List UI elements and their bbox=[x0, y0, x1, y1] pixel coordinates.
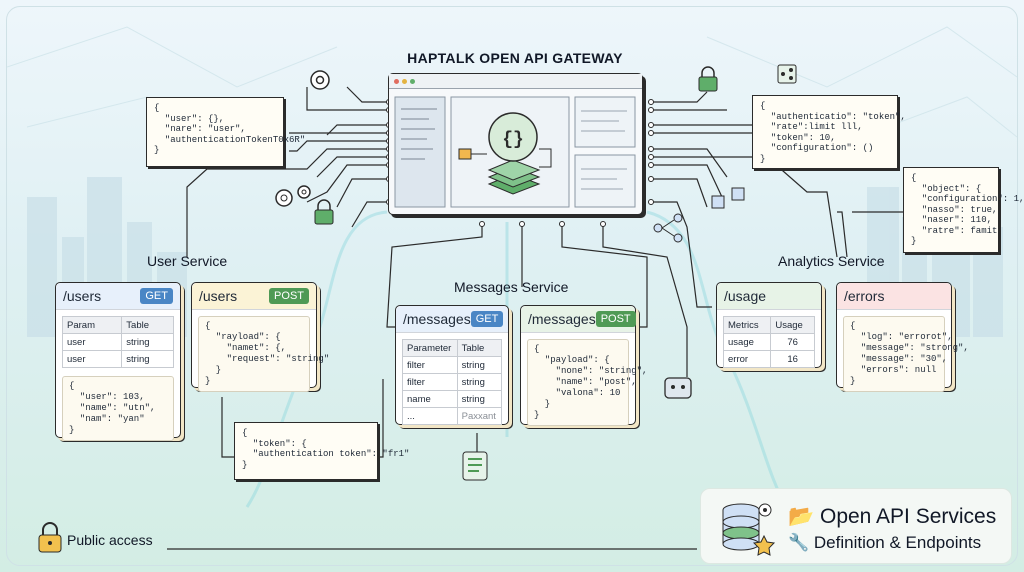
method-badge-get: GET bbox=[140, 288, 173, 304]
note-gateway-config: { "authenticatio": "token", "rate":limit… bbox=[752, 95, 906, 169]
table-header: Metrics bbox=[722, 316, 772, 334]
database-icon bbox=[722, 503, 776, 556]
public-lock-icon bbox=[38, 522, 62, 553]
endpoint-path: /errors bbox=[844, 288, 885, 304]
robot-icon bbox=[664, 377, 692, 399]
card-header: /usage bbox=[717, 283, 821, 310]
footer-title: 📂 Open API Services bbox=[788, 505, 997, 528]
endpoint-path: /messages bbox=[403, 311, 471, 327]
table-header: Table bbox=[121, 316, 174, 334]
lock-icon-right bbox=[698, 66, 718, 92]
messages-post-card[interactable]: /messages POST { "payload": { "none": "s… bbox=[520, 305, 647, 426]
lock-icon bbox=[314, 199, 334, 225]
endpoint-path: /users bbox=[199, 288, 238, 304]
cubes-icon bbox=[711, 187, 745, 209]
diagram-title: HAPTALK OPEN API GATEWAY bbox=[407, 50, 623, 66]
footer-subtitle: 🔧 Definition & Endpoints bbox=[788, 533, 982, 552]
network-icon bbox=[653, 213, 683, 243]
method-badge-get: GET bbox=[470, 311, 504, 327]
method-badge-post: POST bbox=[595, 311, 636, 327]
table-header: Parameter bbox=[402, 339, 458, 357]
users-post-card[interactable]: /users POST { "rayload": { "namet": {, "… bbox=[191, 282, 329, 392]
request-body: { "payload": { "none": "string", "name":… bbox=[527, 339, 647, 426]
gear-icon bbox=[310, 70, 330, 90]
note-analytics-config: { "object": { "configuration": 1, "nasso… bbox=[903, 167, 1024, 253]
errors-card[interactable]: /errors { "log": "errorot", "message": "… bbox=[836, 282, 969, 392]
card-header: /users POST bbox=[192, 283, 316, 310]
request-body: { "rayload": { "namet": {, "request": "s… bbox=[198, 316, 329, 392]
gears-icon bbox=[275, 185, 311, 207]
section-messages-service: Messages Service bbox=[454, 279, 569, 295]
gateway-illustration: {} bbox=[394, 96, 636, 208]
note-user-token: { "user": {}, "nare": "user", "authentic… bbox=[146, 97, 305, 167]
method-badge-post: POST bbox=[269, 288, 309, 304]
card-header: /errors bbox=[837, 283, 951, 310]
section-user-service: User Service bbox=[147, 253, 228, 269]
error-body: { "log": "errorot", "message": "strong",… bbox=[843, 316, 969, 392]
table-header: Param bbox=[61, 316, 123, 334]
window-titlebar bbox=[389, 74, 642, 89]
public-access-label: Public access bbox=[67, 532, 153, 548]
server-list-icon bbox=[462, 451, 488, 481]
table-header: Usage bbox=[770, 316, 815, 334]
svg-text:{}: {} bbox=[502, 130, 524, 150]
endpoint-path: /messages bbox=[528, 311, 596, 327]
endpoint-path: /users bbox=[63, 288, 102, 304]
gateway-window: {} bbox=[388, 73, 643, 215]
section-analytics-service: Analytics Service bbox=[778, 253, 885, 269]
table-row: ...Paxxant bbox=[402, 407, 503, 425]
share-icon bbox=[777, 64, 797, 84]
note-auth-token: { "token": { "authentication token": "fr… bbox=[234, 422, 409, 480]
card-header: /messages POST bbox=[521, 306, 636, 333]
card-header: /messages GET bbox=[396, 306, 508, 333]
endpoint-path: /usage bbox=[724, 288, 767, 304]
response-example: { "user": 103, "name": "utn", "nam": "ya… bbox=[62, 376, 174, 441]
card-header: /users GET bbox=[56, 283, 180, 310]
table-header: Table bbox=[456, 339, 503, 357]
